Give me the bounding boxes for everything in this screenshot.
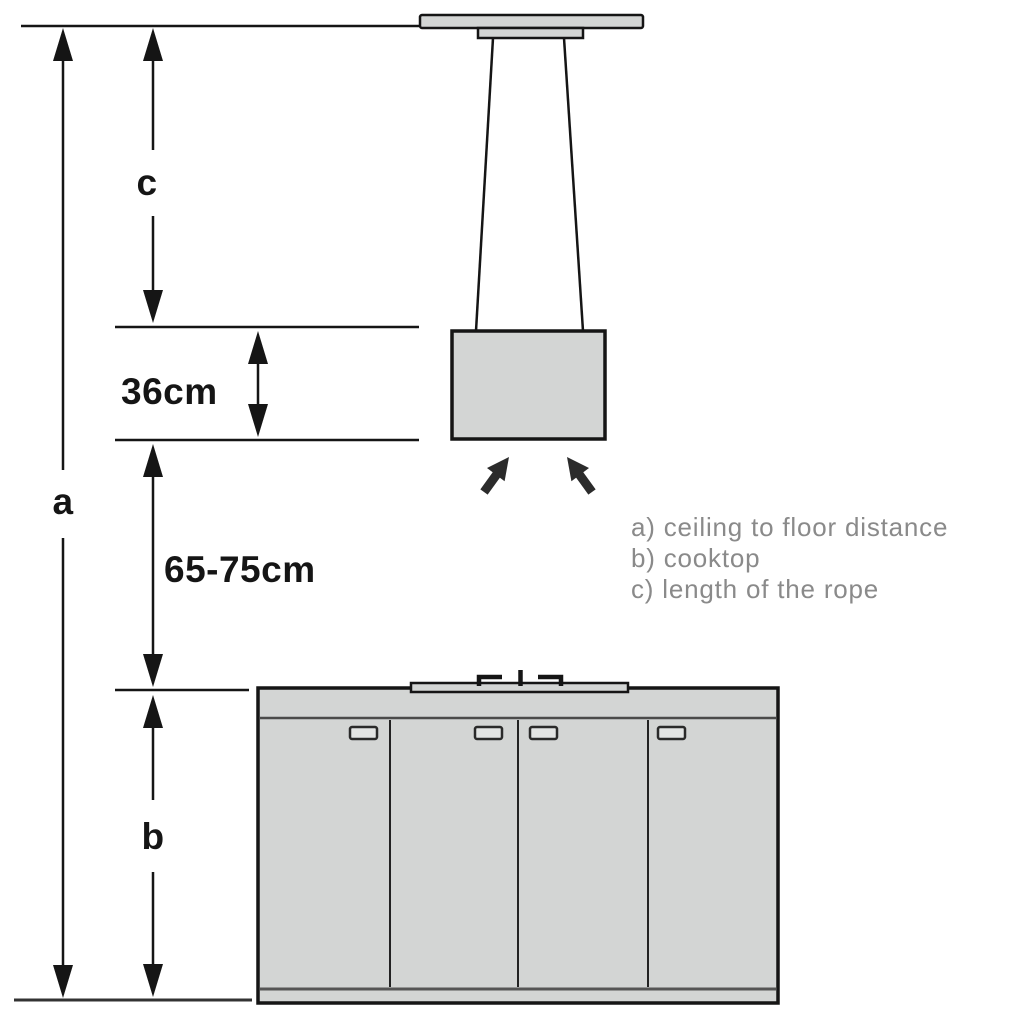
reference-lines (14, 24, 421, 1002)
arrowhead-up-icon (53, 28, 73, 61)
island-hood (418, 13, 645, 495)
legend: a) ceiling to floor distance b) cooktop … (631, 512, 948, 605)
suspension-rope-right (562, 37, 585, 332)
airflow-arrow-left-icon (480, 457, 509, 495)
arrowhead-up-icon (143, 695, 163, 728)
ceiling-mount-bracket (476, 26, 585, 40)
kitchen-island (256, 670, 780, 1005)
cooktop-grate (476, 670, 564, 686)
label-c: c (136, 162, 158, 203)
arrowhead-down-icon (53, 965, 73, 998)
arrowhead-up-icon (143, 28, 163, 61)
arrowhead-down-icon (248, 404, 268, 437)
label-a: a (52, 481, 74, 522)
arrowhead-down-icon (143, 290, 163, 323)
door-handle-3 (528, 725, 559, 741)
suspension-rope-left (474, 37, 495, 332)
dimension-c-arrow (143, 28, 163, 323)
arrowhead-down-icon (143, 964, 163, 997)
dimension-36cm-arrow (248, 331, 268, 437)
dimension-value-clearance: 65-75cm (164, 549, 316, 590)
door-handle-4 (656, 725, 687, 741)
dimension-65-75cm-arrow (143, 444, 163, 687)
dimension-value-hood-height: 36cm (121, 371, 218, 412)
legend-item-c: c) length of the rope (631, 574, 880, 604)
label-b: b (141, 816, 165, 857)
hood-body (450, 329, 607, 441)
legend-item-b: b) cooktop (631, 543, 761, 573)
arrowhead-down-icon (143, 654, 163, 687)
door-handle-1 (348, 725, 379, 741)
airflow-arrow-right-icon (567, 457, 596, 495)
door-handle-2 (473, 725, 504, 741)
legend-item-a: a) ceiling to floor distance (631, 512, 949, 542)
arrowhead-up-icon (143, 444, 163, 477)
dimension-a-arrow (53, 28, 73, 998)
arrowhead-up-icon (248, 331, 268, 364)
dimension-b-arrow (143, 695, 163, 997)
ceiling-mount-plate (418, 13, 645, 30)
